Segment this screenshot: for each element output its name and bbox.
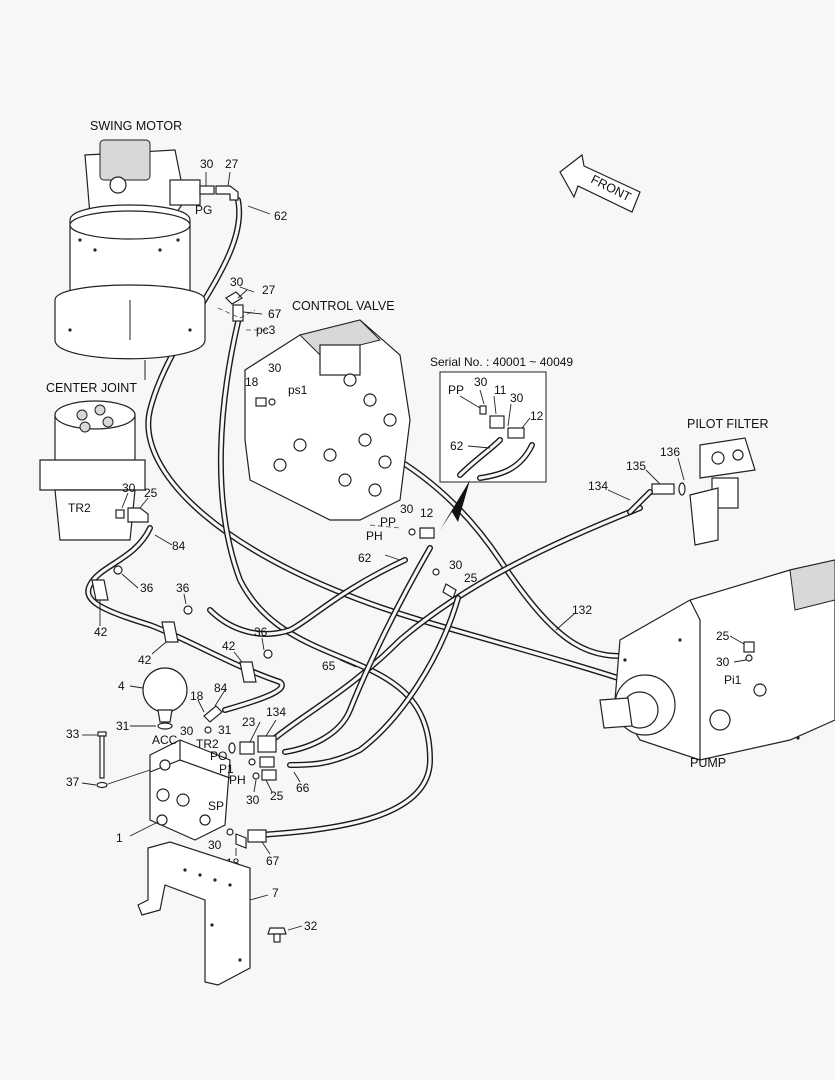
label-136: 136	[660, 445, 680, 459]
label-30-ps1: 30	[268, 361, 282, 375]
control-valve-fittings: 30 27 67 pc3 30 18 ps1 30 12 PP PH 62 30…	[217, 275, 478, 599]
valve-spools	[273, 373, 397, 497]
pilot-filter[interactable]: PILOT FILTER	[687, 417, 769, 546]
label-23: 23	[242, 715, 256, 729]
port-tr2-block: TR2	[196, 737, 219, 751]
label-27-pg: 27	[225, 157, 239, 171]
port-pp: PP	[380, 515, 396, 529]
label-132: 132	[572, 603, 592, 617]
label-30-pc3: 30	[230, 275, 244, 289]
label-30-cj: 30	[122, 481, 136, 495]
pilot-filter-title: PILOT FILTER	[687, 417, 769, 431]
port-ph: PH	[366, 529, 383, 543]
serial-note: Serial No. : 40001 ~ 40049	[430, 355, 573, 369]
label-42-b: 42	[138, 653, 152, 667]
label-18-ps1: 18	[245, 375, 259, 389]
port-ph-block: PH	[229, 773, 246, 787]
label-62-top: 62	[274, 209, 288, 223]
port-sp: SP	[208, 799, 224, 813]
label-37: 37	[66, 775, 80, 789]
valve-block[interactable]: ACC SP 1	[116, 733, 231, 845]
label-62-inset: 62	[450, 439, 464, 453]
label-134-block: 134	[266, 705, 286, 719]
label-30-sp: 30	[208, 838, 222, 852]
pump-fittings: 25 30 Pi1	[716, 629, 755, 687]
label-12-inset: 12	[530, 409, 544, 423]
label-4: 4	[118, 679, 125, 693]
label-42-a: 42	[94, 625, 108, 639]
label-30-pp: 30	[400, 502, 414, 516]
label-30-tr2: 30	[180, 724, 194, 738]
port-pg: PG	[195, 203, 212, 217]
label-84-tr2: 84	[214, 681, 228, 695]
bolt-32: 32	[267, 919, 318, 943]
label-25-pump: 25	[716, 629, 730, 643]
label-27-pc3: 27	[262, 283, 276, 297]
swing-motor[interactable]: SWING MOTOR	[54, 119, 206, 380]
label-135: 135	[626, 459, 646, 473]
port-tr2-cj: TR2	[68, 501, 91, 515]
pump-title: PUMP	[690, 756, 726, 770]
label-30-inset: 30	[474, 375, 488, 389]
label-67-sp: 67	[266, 854, 280, 868]
clamps: 36 42 36 42 36 42	[91, 565, 273, 683]
label-33: 33	[66, 727, 80, 741]
label-62-ph: 62	[358, 551, 372, 565]
hose-134	[272, 505, 643, 741]
accumulator[interactable]: 4 31	[116, 667, 188, 733]
label-30-ph: 30	[449, 558, 463, 572]
port-p1: P1	[219, 762, 234, 776]
label-31-po: 31	[218, 723, 232, 737]
label-30-pg: 30	[200, 157, 214, 171]
label-36-c: 36	[254, 625, 268, 639]
port-pp-inset: PP	[448, 383, 464, 397]
label-42-c: 42	[222, 639, 236, 653]
label-25-ph: 25	[464, 571, 478, 585]
label-67-pc3: 67	[268, 307, 282, 321]
block-fittings: 18 84 30 TR2 31 23 134 PO P1 PH 66 30 25…	[180, 659, 357, 870]
label-25-ph-block: 25	[270, 789, 284, 803]
label-32: 32	[304, 919, 318, 933]
label-18-tr2: 18	[190, 689, 204, 703]
label-36-b: 36	[176, 581, 190, 595]
label-11-inset: 11	[494, 383, 507, 397]
label-30-ph-block: 30	[246, 793, 260, 807]
label-31-acc: 31	[116, 719, 130, 733]
port-po: PO	[210, 749, 227, 763]
pilot-filter-fittings: 135 136 134 132	[555, 445, 686, 631]
center-joint-title: CENTER JOINT	[46, 381, 137, 395]
front-arrow-icon: FRONT	[559, 153, 641, 213]
bracket[interactable]: 7	[137, 841, 279, 986]
label-30-pump: 30	[716, 655, 730, 669]
swing-motor-fittings: 30 27 PG 62	[195, 157, 288, 223]
swing-motor-title: SWING MOTOR	[90, 119, 182, 133]
control-valve[interactable]: CONTROL VALVE	[244, 299, 411, 521]
label-12-pp: 12	[420, 506, 434, 520]
label-7: 7	[272, 886, 279, 900]
label-134-pf: 134	[588, 479, 608, 493]
port-ps1: ps1	[288, 383, 308, 397]
label-25-cj: 25	[144, 486, 158, 500]
port-pi1: Pi1	[724, 673, 742, 687]
label-36-a: 36	[140, 581, 154, 595]
label-66: 66	[296, 781, 310, 795]
label-1: 1	[116, 831, 123, 845]
control-valve-title: CONTROL VALVE	[292, 299, 395, 313]
center-joint[interactable]: CENTER JOINT TR2	[39, 381, 146, 541]
bolt-33: 33 37	[66, 727, 151, 789]
serial-inset: Serial No. : 40001 ~ 40049 PP 30 11 30 1…	[430, 355, 573, 530]
pump[interactable]: PUMP	[599, 559, 835, 770]
port-pc3: pc3	[256, 323, 276, 337]
label-30-inset-2: 30	[510, 391, 524, 405]
port-acc: ACC	[152, 733, 178, 747]
label-65: 65	[322, 659, 336, 673]
label-84-cj: 84	[172, 539, 186, 553]
center-joint-fittings: 30 25 84	[115, 481, 186, 553]
